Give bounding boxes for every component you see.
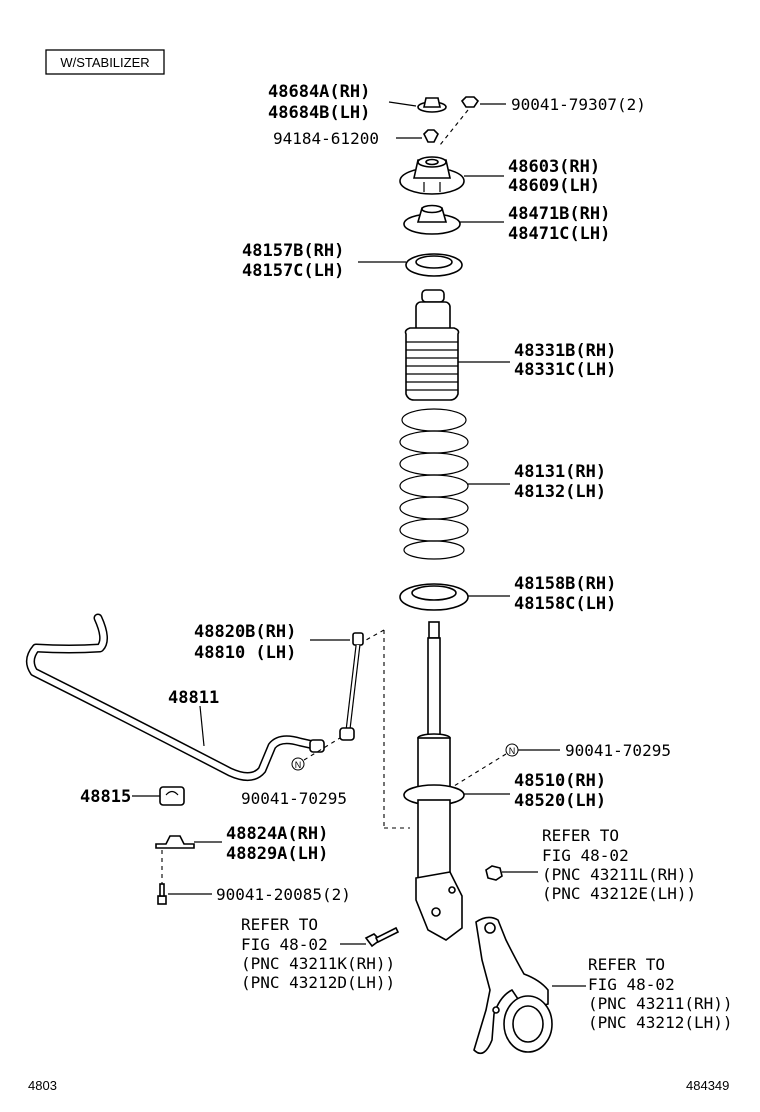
nut-94184-part[interactable]: [423, 129, 439, 143]
ref2-line1: REFER TO: [241, 915, 318, 934]
nut-marker-label: N: [509, 746, 516, 756]
label-48811: 48811: [168, 688, 219, 708]
label-48609: 48609(LH): [508, 176, 600, 196]
label-48810: 48810 (LH): [194, 643, 296, 663]
stabilizer-tag: W/STABILIZER: [45, 49, 165, 75]
footer-left: 4803: [28, 1078, 57, 1093]
ref3-line3: (PNC 43211(RH)): [588, 994, 733, 1013]
label-90041-20085: 90041-20085(2): [216, 885, 351, 904]
label-48520: 48520(LH): [514, 791, 606, 811]
label-48684A: 48684A(RH): [268, 82, 370, 102]
ref3-line2: FIG 48-02: [588, 975, 675, 994]
footer-right: 484349: [686, 1078, 729, 1093]
label-48157B: 48157B(RH): [242, 241, 344, 261]
ref3-line4: (PNC 43212(LH)): [588, 1013, 733, 1032]
nut-marker-bar: N: [291, 757, 305, 771]
label-48157C: 48157C(LH): [242, 261, 344, 281]
label-48824A: 48824A(RH): [226, 824, 328, 844]
nut-90041-79307-part[interactable]: [460, 96, 480, 108]
ref1-line3: (PNC 43211L(RH)): [542, 865, 696, 884]
label-90041-70295-bar: 90041-70295: [241, 789, 347, 808]
label-48510: 48510(RH): [514, 771, 606, 791]
ref2-line2: FIG 48-02: [241, 935, 328, 954]
label-48471B: 48471B(RH): [508, 204, 610, 224]
bump-stopper-boot-part[interactable]: [404, 289, 460, 401]
stabilizer-bushing-part[interactable]: [159, 786, 185, 806]
ref2-line3: (PNC 43211K(RH)): [241, 954, 395, 973]
ref1-line1: REFER TO: [542, 826, 619, 845]
label-48158B: 48158B(RH): [514, 574, 616, 594]
coil-spring-part[interactable]: [399, 408, 469, 560]
label-48684B: 48684B(LH): [268, 103, 370, 123]
bolt-90041-20085-part[interactable]: [157, 883, 167, 905]
label-48829A: 48829A(LH): [226, 844, 328, 864]
stabilizer-bar-part[interactable]: [26, 613, 325, 781]
nut-marker-shock: N: [505, 743, 519, 757]
label-94184: 94184-61200: [273, 129, 379, 148]
ref1-line2: FIG 48-02: [542, 846, 629, 865]
nut-ref1-part[interactable]: [485, 865, 503, 881]
label-48331C: 48331C(LH): [514, 360, 616, 380]
label-48132: 48132(LH): [514, 482, 606, 502]
label-48603: 48603(RH): [508, 157, 600, 177]
ref3-line1: REFER TO: [588, 955, 665, 974]
shock-absorber-part[interactable]: [403, 621, 465, 941]
spring-upper-seat-part[interactable]: [403, 204, 461, 235]
spring-insulator-part[interactable]: [405, 253, 463, 277]
upper-support-part[interactable]: [399, 156, 465, 195]
label-48131: 48131(RH): [514, 462, 606, 482]
label-48158C: 48158C(LH): [514, 594, 616, 614]
label-48331B: 48331B(RH): [514, 341, 616, 361]
label-90041-70295-shock: 90041-70295: [565, 741, 671, 760]
label-48471C: 48471C(LH): [508, 224, 610, 244]
label-48820B: 48820B(RH): [194, 622, 296, 642]
nut-marker-label: N: [295, 760, 302, 770]
tag-label: W/STABILIZER: [60, 55, 149, 70]
lower-insulator-part[interactable]: [399, 583, 469, 611]
label-48815: 48815: [80, 787, 131, 807]
steering-knuckle-part[interactable]: [473, 916, 553, 1055]
stabilizer-link-part[interactable]: [339, 632, 364, 741]
label-90041-79307: 90041-79307(2): [511, 95, 646, 114]
ref2-line4: (PNC 43212D(LH)): [241, 973, 395, 992]
dust-cap-part[interactable]: [417, 97, 447, 113]
stabilizer-bracket-part[interactable]: [155, 835, 195, 849]
ref1-line4: (PNC 43212E(LH)): [542, 884, 696, 903]
bolt-ref2-part[interactable]: [364, 926, 400, 948]
